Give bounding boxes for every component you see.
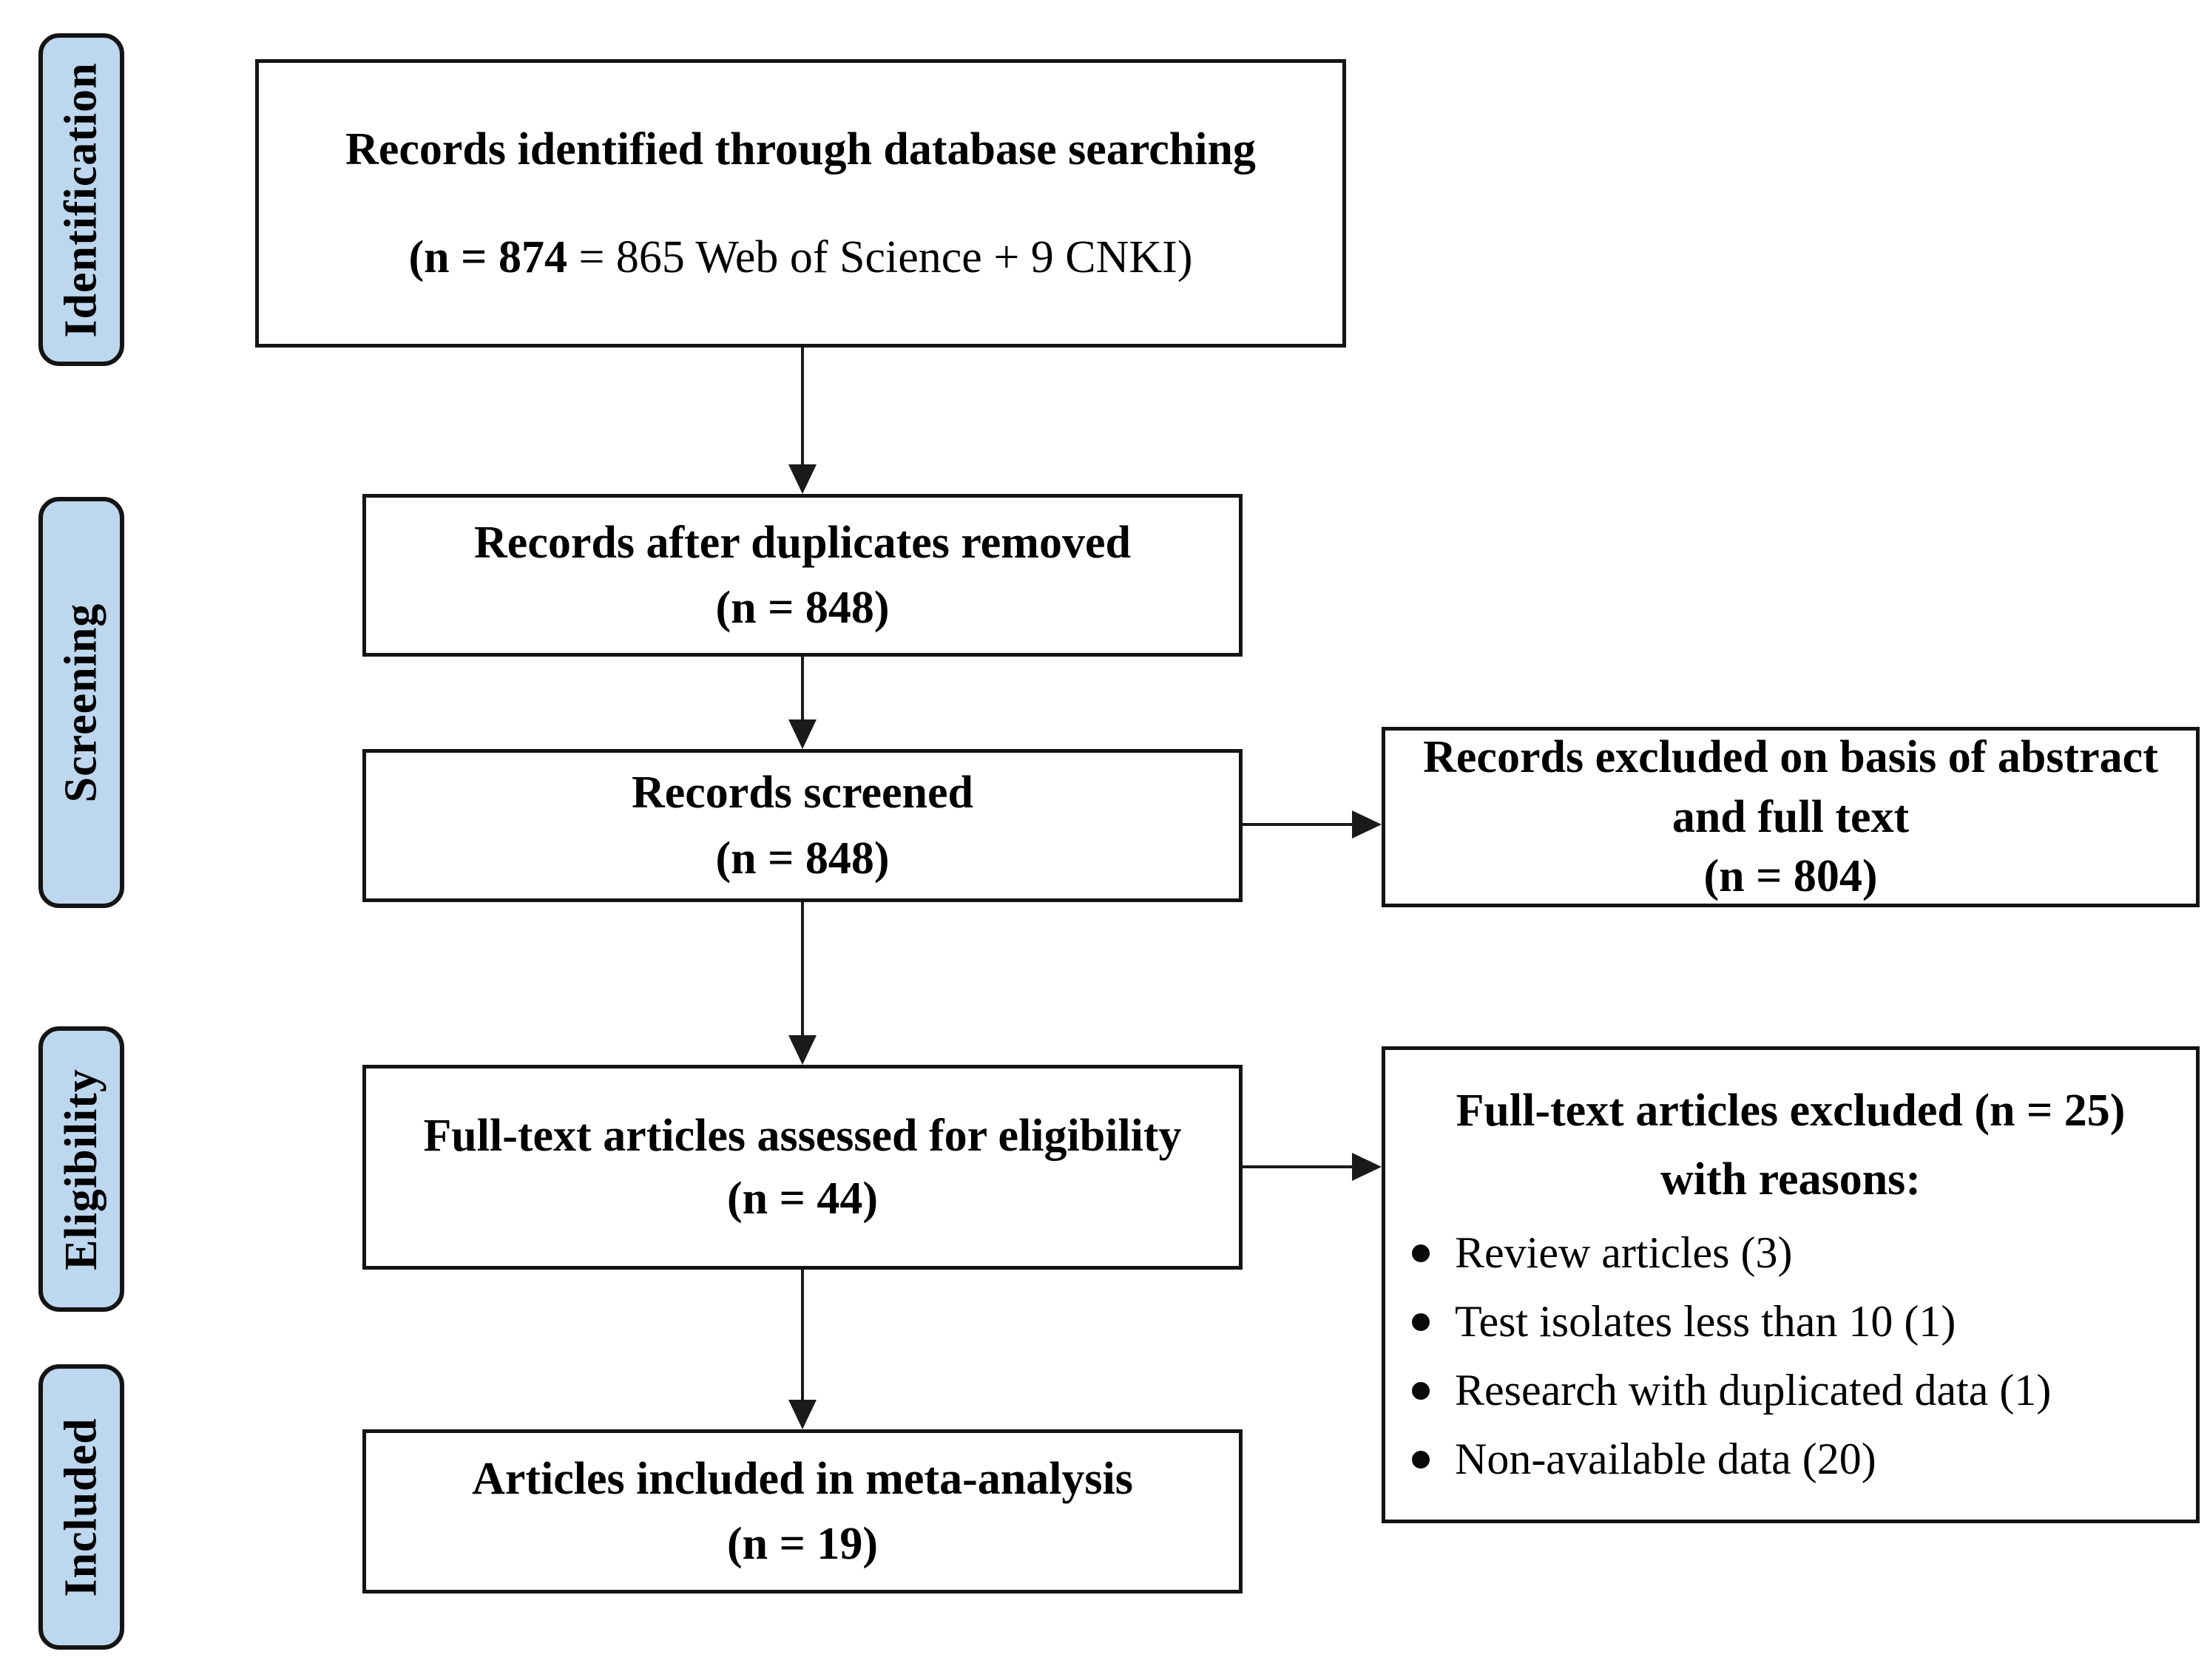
stage-label-included: Included — [38, 1364, 124, 1650]
box-fulltext-assessed: Full-text articles assessed for eligibil… — [362, 1065, 1243, 1270]
box-records-excluded-title: Records excluded on basis of abstract an… — [1423, 732, 2158, 842]
stage-label-eligibility: Eligibility — [38, 1026, 124, 1312]
bullet-icon — [1412, 1381, 1430, 1400]
box-fulltext-excluded-header-line1: Full-text articles excluded (n = 25) — [1456, 1085, 2126, 1136]
stage-label-identification-text: Identification — [55, 61, 107, 338]
box-duplicates-removed: Records after duplicates removed (n = 84… — [362, 494, 1243, 657]
box-articles-included-title: Articles included in meta-analysis — [472, 1453, 1133, 1504]
box-records-identified-count: (n = 874 = 865 Web of Science + 9 CNKI) — [409, 225, 1193, 290]
exclusion-reasons-list: Review articles (3) Test isolates less t… — [1393, 1219, 2051, 1494]
box-articles-included: Articles included in meta-analysis (n = … — [362, 1429, 1243, 1593]
exclusion-reason-text: Non-available data (20) — [1455, 1435, 1876, 1483]
arrow-screened-to-assessed-line — [801, 902, 804, 1039]
box-duplicates-removed-title: Records after duplicates removed — [474, 517, 1131, 568]
arrow-identified-to-duplicates-head-icon — [788, 464, 817, 494]
arrow-identified-to-duplicates-line — [801, 348, 804, 466]
bullet-icon — [1412, 1312, 1430, 1331]
box-records-excluded-count: (n = 804) — [1703, 851, 1878, 902]
stage-label-included-text: Included — [55, 1417, 107, 1597]
arrow-screened-to-excluded-line — [1243, 823, 1355, 826]
arrow-duplicates-to-screened-line — [801, 654, 804, 722]
box-fulltext-excluded-header-line2: with reasons: — [1660, 1154, 1921, 1205]
stage-label-screening-text: Screening — [55, 603, 107, 802]
exclusion-reason-item: Review articles (3) — [1412, 1219, 2051, 1287]
box-duplicates-removed-count: (n = 848) — [715, 583, 890, 633]
bullet-icon — [1412, 1450, 1430, 1469]
arrow-screened-to-assessed-head-icon — [788, 1035, 817, 1065]
exclusion-reason-text: Review articles (3) — [1455, 1228, 1793, 1277]
stage-label-identification: Identification — [38, 33, 124, 366]
arrow-duplicates-to-screened-head-icon — [788, 719, 817, 749]
exclusion-reason-item: Test isolates less than 10 (1) — [1412, 1287, 2051, 1356]
stage-label-eligibility-text: Eligibility — [55, 1068, 107, 1270]
box-articles-included-count: (n = 19) — [726, 1519, 879, 1569]
arrow-assessed-to-included-head-icon — [788, 1400, 817, 1429]
stage-label-screening: Screening — [38, 497, 124, 908]
arrow-assessed-to-excluded-head-icon — [1352, 1153, 1382, 1181]
box-records-screened-count: (n = 848) — [715, 833, 890, 884]
box-records-screened-title: Records screened — [631, 768, 973, 819]
box-records-identified-count-bold: (n = 874 — [408, 232, 579, 282]
box-records-identified-count-detail: = 865 Web of Science + 9 CNKI) — [578, 232, 1193, 282]
box-records-identified: Records identified through database sear… — [255, 59, 1346, 348]
arrow-screened-to-excluded-head-icon — [1352, 810, 1382, 839]
exclusion-reason-text: Test isolates less than 10 (1) — [1455, 1297, 1956, 1346]
box-records-screened: Records screened (n = 848) — [362, 749, 1243, 902]
bullet-icon — [1412, 1244, 1430, 1262]
box-fulltext-assessed-title: Full-text articles assessed for eligibil… — [423, 1111, 1182, 1162]
exclusion-reason-item: Non-available data (20) — [1412, 1425, 2051, 1494]
exclusion-reason-text: Research with duplicated data (1) — [1455, 1366, 2052, 1415]
arrow-assessed-to-excluded-line — [1243, 1165, 1355, 1168]
box-records-identified-title: Records identified through database sear… — [345, 123, 1256, 175]
exclusion-reason-item: Research with duplicated data (1) — [1412, 1356, 2051, 1425]
box-records-excluded: Records excluded on basis of abstract an… — [1382, 727, 2200, 907]
box-fulltext-assessed-count: (n = 44) — [726, 1173, 879, 1224]
arrow-assessed-to-included-line — [801, 1268, 804, 1403]
box-fulltext-excluded: Full-text articles excluded (n = 25) wit… — [1382, 1046, 2200, 1523]
